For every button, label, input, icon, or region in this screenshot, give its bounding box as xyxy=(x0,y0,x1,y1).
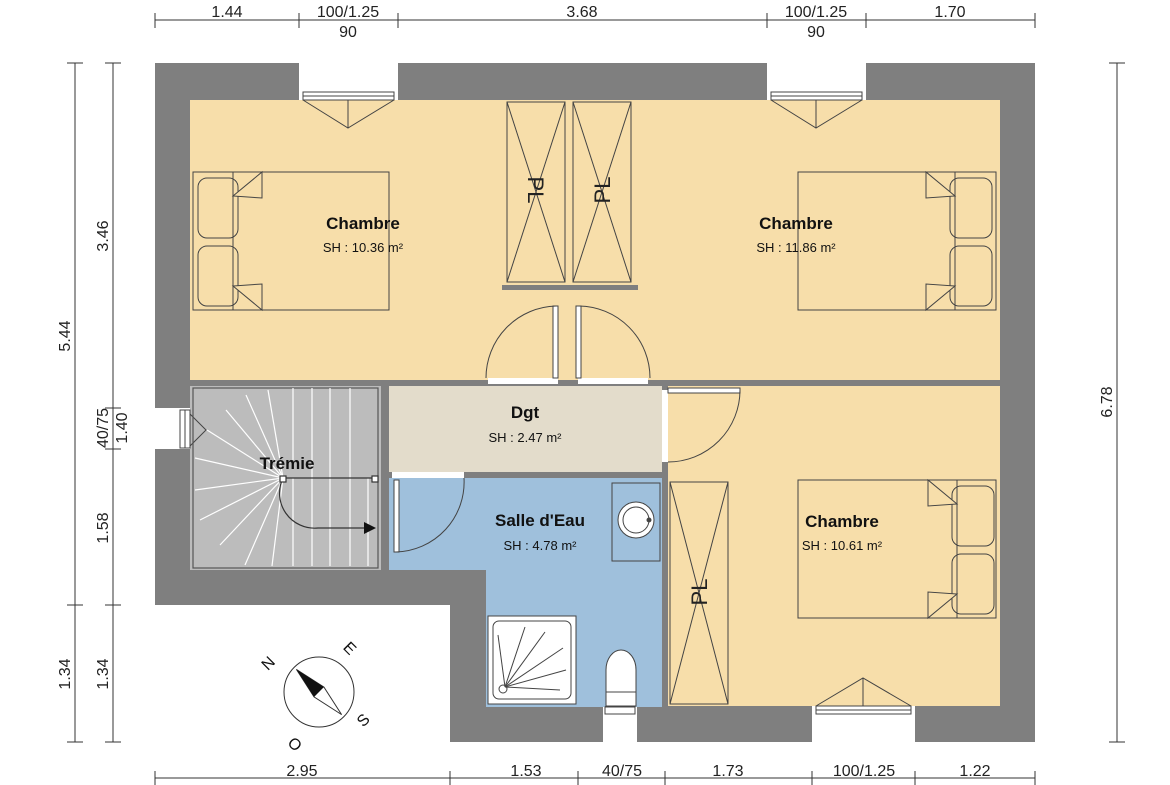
dim-left-inner-5: 1.34 xyxy=(95,658,112,689)
dim-left-outer-2: 1.34 xyxy=(57,658,74,689)
dimension-labels: 1.44 100/1.25 90 3.68 100/1.25 90 1.70 2… xyxy=(57,4,1116,780)
door-bedroom-1 xyxy=(485,305,559,384)
landing-floor xyxy=(502,290,638,380)
closet-2 xyxy=(572,101,632,283)
closet-label-1: PL xyxy=(523,177,548,204)
dim-top-5: 1.70 xyxy=(934,4,965,21)
dim-bottom-1: 2.95 xyxy=(286,763,317,780)
window-top-right xyxy=(767,63,866,129)
dim-left-inner-3: 1.40 xyxy=(114,412,131,443)
compass-letter-o: O xyxy=(284,734,305,755)
dim-bottom-3: 40/75 xyxy=(602,763,642,780)
dim-top-3: 3.68 xyxy=(566,4,597,21)
dim-left-outer-1: 5.44 xyxy=(57,320,74,351)
bathroom-floor xyxy=(389,478,662,707)
dim-left-inner-2: 40/75 xyxy=(95,408,112,448)
room-name-bedroom-2: Chambre xyxy=(759,214,833,233)
window-top-left xyxy=(299,63,398,129)
compass-letter-s: S xyxy=(354,711,374,731)
door-bathroom xyxy=(392,472,465,553)
compass: N E S O xyxy=(259,639,374,755)
closet-labels: PL PL PL xyxy=(523,177,712,606)
bedroom-2-floor xyxy=(638,100,1000,380)
room-area-bedroom-3: SH : 10.61 m² xyxy=(802,538,883,553)
window-stairwell xyxy=(179,409,207,449)
dim-bottom-4: 1.73 xyxy=(712,763,743,780)
compass-needle-icon xyxy=(295,668,343,716)
closet-1 xyxy=(506,101,566,283)
dim-bottom-5: 100/1.25 xyxy=(833,763,895,780)
room-area-bedroom-2: SH : 11.86 m² xyxy=(756,240,836,255)
closet-3 xyxy=(669,481,729,705)
dimension-lines xyxy=(67,13,1125,785)
dim-top-2-sub: 90 xyxy=(339,24,357,41)
room-area-bathroom: SH : 4.78 m² xyxy=(504,538,578,553)
dim-top-2: 100/1.25 xyxy=(317,4,379,21)
sink xyxy=(611,482,661,562)
beds xyxy=(192,170,997,620)
shower xyxy=(487,615,577,705)
bed-3 xyxy=(797,478,997,620)
door-bedroom-3 xyxy=(662,387,741,463)
compass-letter-n: N xyxy=(259,654,279,674)
dim-left-inner-4: 1.58 xyxy=(95,512,112,543)
room-name-hallway: Dgt xyxy=(511,403,540,422)
closets xyxy=(506,101,729,705)
door-bedroom-2 xyxy=(575,305,651,384)
dim-top-4: 100/1.25 xyxy=(785,4,847,21)
room-name-stairwell: Trémie xyxy=(260,454,315,473)
rooms xyxy=(190,100,1000,707)
bedroom-1-floor xyxy=(190,100,502,380)
bed-1 xyxy=(192,170,390,312)
dim-bottom-2: 1.53 xyxy=(510,763,541,780)
stairs xyxy=(192,387,379,569)
room-name-bedroom-3: Chambre xyxy=(805,512,879,531)
room-name-bathroom: Salle d'Eau xyxy=(495,511,585,530)
dim-left-inner-1: 3.46 xyxy=(95,220,112,251)
window-bathroom xyxy=(603,694,637,742)
dim-bottom-6: 1.22 xyxy=(959,763,990,780)
dim-top-1: 1.44 xyxy=(211,4,242,21)
closet-label-2: PL xyxy=(590,177,615,204)
dim-top-4-sub: 90 xyxy=(807,24,825,41)
room-labels: Chambre SH : 10.36 m² Chambre SH : 11.86… xyxy=(260,214,883,553)
dim-right: 6.78 xyxy=(1099,386,1116,417)
room-area-hallway: SH : 2.47 m² xyxy=(489,430,563,445)
openings xyxy=(179,63,915,742)
compass-letter-e: E xyxy=(339,639,359,659)
hallway-floor xyxy=(389,386,662,472)
toilet xyxy=(605,649,637,707)
room-area-bedroom-1: SH : 10.36 m² xyxy=(323,240,404,255)
doors xyxy=(392,305,741,553)
closet-2-floor xyxy=(570,100,638,285)
bathroom-fixtures xyxy=(487,482,661,707)
closet-label-3: PL xyxy=(687,579,712,606)
window-bottom-right xyxy=(812,677,915,742)
room-name-bedroom-1: Chambre xyxy=(326,214,400,233)
bed-2 xyxy=(797,170,997,312)
